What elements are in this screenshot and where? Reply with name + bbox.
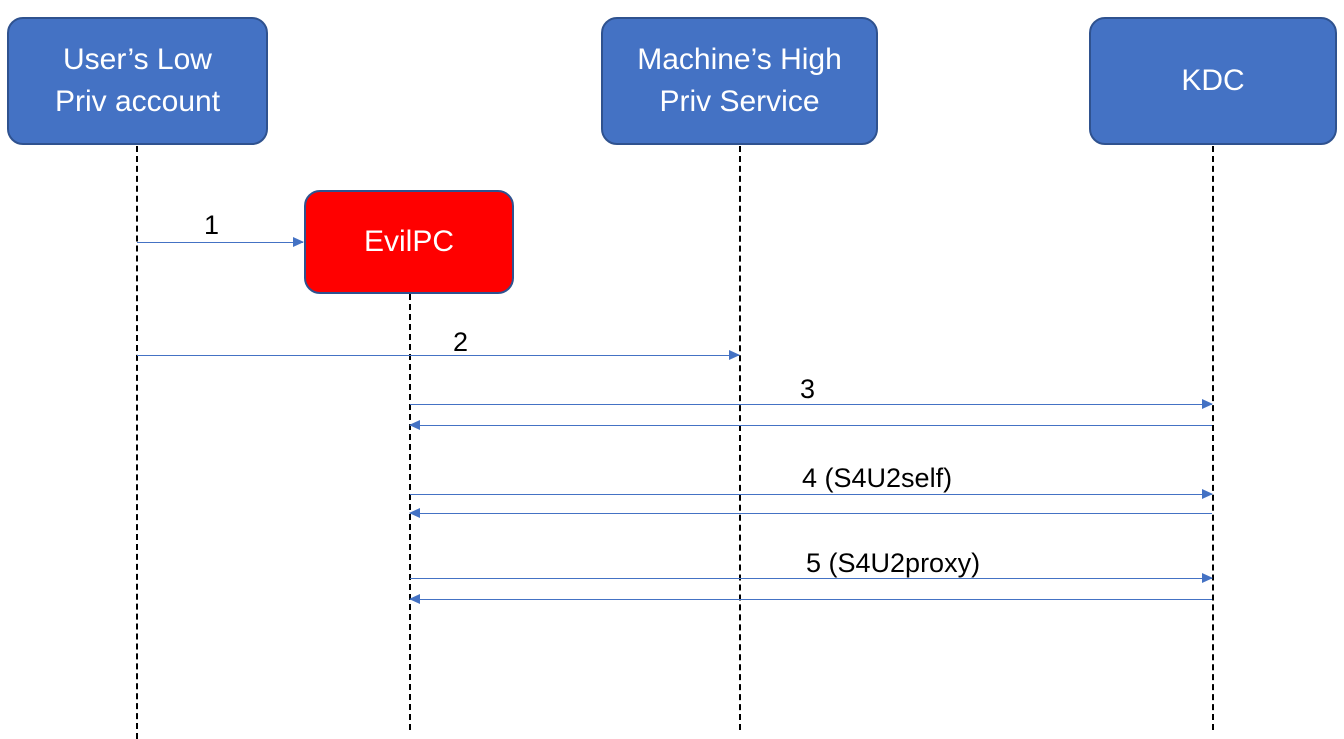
message-4-label: 4 (S4U2self) xyxy=(802,463,953,493)
lifeline-kdc xyxy=(1212,146,1214,730)
message-2-arrow xyxy=(137,350,740,360)
message-5-s4u2proxy-arrow xyxy=(410,573,1213,583)
lifeline-service xyxy=(739,146,741,730)
message-3-arrow xyxy=(410,399,1213,409)
message-5-reply-arrow xyxy=(409,594,1212,604)
actor-kdc: KDC xyxy=(1089,17,1337,145)
message-5-label: 5 (S4U2proxy) xyxy=(806,548,981,578)
message-3-label: 3 xyxy=(800,374,816,404)
message-4-reply-arrow xyxy=(409,508,1212,518)
actor-user-low-priv-account: User’s Low Priv account xyxy=(7,17,268,145)
message-2-label: 2 xyxy=(453,327,469,357)
actor-machine-high-priv-service: Machine’s High Priv Service xyxy=(601,17,878,145)
actor-evilpc: EvilPC xyxy=(304,190,514,294)
message-4-s4u2self-arrow xyxy=(410,489,1213,499)
message-1-arrow xyxy=(137,237,304,247)
message-1-label: 1 xyxy=(204,210,220,240)
lifeline-user xyxy=(136,146,138,739)
message-3-reply-arrow xyxy=(409,420,1212,430)
